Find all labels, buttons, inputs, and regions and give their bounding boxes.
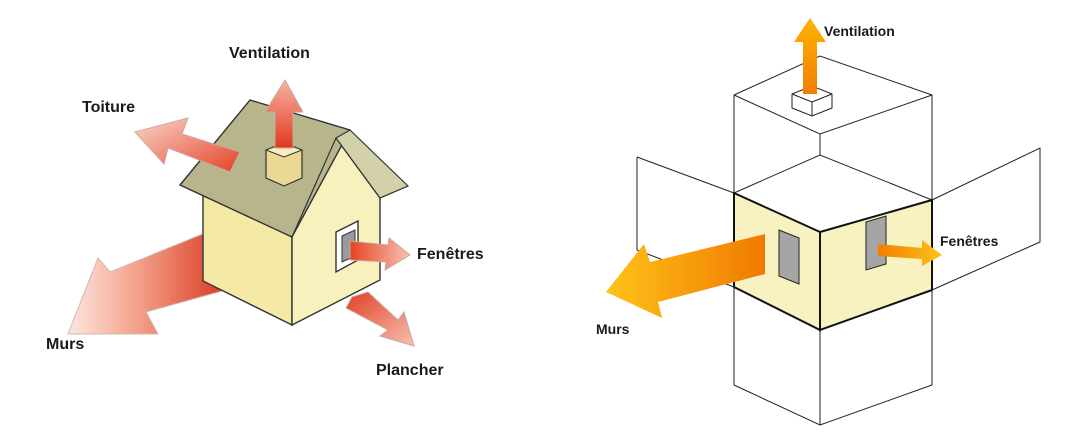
label-plancher: Plancher (376, 362, 444, 379)
house-roof-right (335, 129, 410, 199)
ventilation-arrow-right (794, 18, 826, 94)
plancher-arrow (345, 291, 415, 347)
house-diagram (67, 79, 415, 347)
cube-diagram (636, 55, 1041, 426)
cube-window-left (778, 229, 800, 285)
label-ventilation-left: Ventilation (229, 45, 310, 62)
label-toiture: Toiture (82, 99, 136, 116)
murs-arrow-left (67, 221, 234, 335)
label-fenetres-right: Fenêtres (940, 233, 999, 249)
fenetres-arrow-right (878, 240, 942, 266)
murs-arrow-right (606, 234, 765, 318)
label-ventilation-right: Ventilation (824, 23, 895, 39)
label-fenetres-left: Fenêtres (417, 246, 484, 263)
fenetres-arrow-left (349, 237, 411, 271)
label-murs-left: Murs (46, 336, 85, 353)
toiture-arrow (134, 117, 241, 173)
cube-window-right (865, 215, 887, 271)
label-murs-right: Murs (596, 321, 630, 337)
ventilation-arrow-left (264, 79, 304, 149)
